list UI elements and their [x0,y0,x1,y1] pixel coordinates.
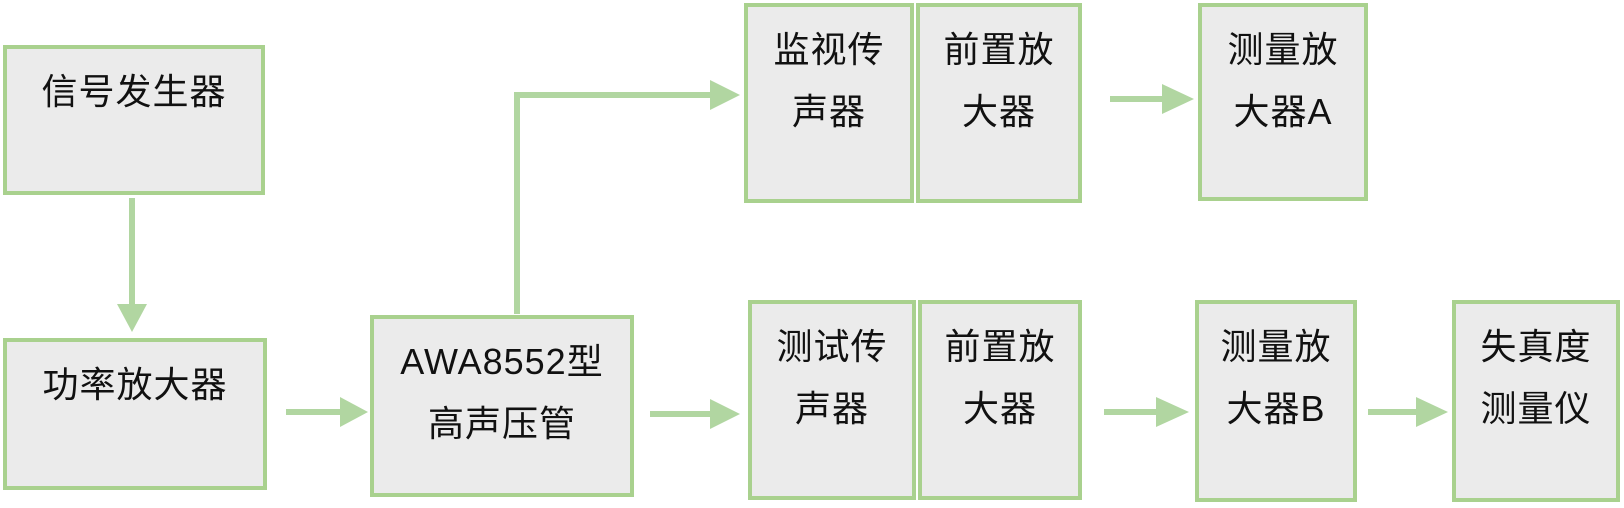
node-distortion-meter: 失真度 测量仪 [1452,300,1620,502]
node-power-amplifier-label: 功率放大器 [42,364,228,405]
node-signal-generator-label: 信号发生器 [41,71,227,112]
node-distortion-meter-label2: 测量仪 [1480,388,1592,429]
arrow-preamp-to-ampA [1110,84,1194,114]
node-measuring-amplifier-a-label: 测量放 [1227,29,1339,70]
node-measuring-amplifier-a: 测量放 大器A [1198,3,1368,201]
node-measuring-amplifier-b-label: 测量放 [1220,326,1332,367]
node-awa8552-tube-label: AWA8552型 [400,341,604,382]
node-monitor-microphone-label: 监视传 [773,29,885,70]
node-monitor-microphone: 监视传 声器 [744,3,914,203]
node-preamplifier-bottom: 前置放 大器 [918,300,1082,500]
node-measuring-amplifier-b: 测量放 大器B [1195,300,1357,502]
arrow-awa-to-testmic [650,399,740,429]
node-measuring-amplifier-b-label2: 大器B [1226,388,1326,429]
node-awa8552-tube-label2: 高声压管 [427,403,576,444]
arrow-power-to-awa [286,397,368,427]
node-power-amplifier: 功率放大器 [3,338,267,490]
node-test-microphone-label2: 声器 [794,388,869,429]
arrow-signal-to-power [117,198,147,332]
node-distortion-meter-label: 失真度 [1480,326,1592,367]
arrow-ampB-to-distortion [1368,397,1448,427]
node-test-microphone-label: 测试传 [776,326,888,367]
arrow-awa-to-monitor [514,80,740,314]
node-preamplifier-top-label2: 大器 [961,91,1036,132]
node-preamplifier-bottom-label: 前置放 [944,326,1056,367]
node-signal-generator: 信号发生器 [3,45,265,195]
node-test-microphone: 测试传 声器 [748,300,916,500]
node-preamplifier-bottom-label2: 大器 [962,388,1037,429]
node-awa8552-tube: AWA8552型 高声压管 [370,315,634,497]
node-preamplifier-top: 前置放 大器 [916,3,1082,203]
node-measuring-amplifier-a-label2: 大器A [1233,91,1333,132]
arrow-preamp-to-ampB [1104,397,1189,427]
node-preamplifier-top-label: 前置放 [943,29,1055,70]
node-monitor-microphone-label2: 声器 [791,91,866,132]
